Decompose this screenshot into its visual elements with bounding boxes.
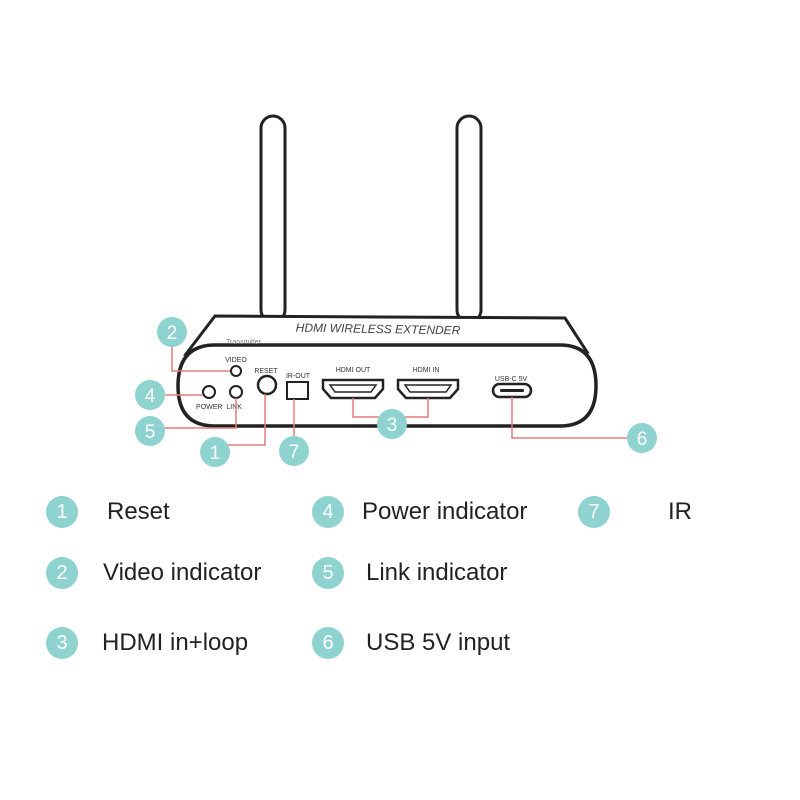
legend-number: 4	[312, 496, 344, 528]
legend-item-hdmi-in-loop: 3 HDMI in+loop	[46, 625, 248, 661]
svg-text:1: 1	[210, 443, 221, 464]
transmitter-label: Transmitter	[226, 339, 262, 346]
legend-item-video-indicator: 2 Video indicator	[46, 555, 261, 591]
hdmi-out-label: HDMI OUT	[336, 367, 371, 374]
leader-line-5	[160, 398, 237, 429]
legend-label: IR	[668, 498, 692, 525]
leader-line-2	[171, 340, 230, 372]
legend-item-reset: 1 Reset	[46, 494, 170, 530]
ir-out-port	[286, 381, 309, 400]
svg-text:6: 6	[637, 429, 648, 450]
legend-item-ir: 7 IR	[578, 494, 692, 530]
link-led	[229, 385, 243, 399]
svg-text:4: 4	[145, 386, 156, 407]
callout-badge-3: 3	[377, 409, 407, 439]
reset-port-label: RESET	[254, 368, 278, 375]
legend-number: 1	[46, 496, 78, 528]
hdmi-in-inner	[403, 384, 453, 393]
legend-item-link-indicator: 5 Link indicator	[312, 555, 507, 591]
usb-c-inner	[500, 389, 524, 392]
video-port-label: VIDEO	[225, 357, 247, 364]
hdmi-out-inner	[328, 384, 378, 393]
legend-number: 5	[312, 557, 344, 589]
legend-label: USB 5V input	[366, 629, 511, 656]
legend-item-usb-5v-input: 6 USB 5V input	[312, 625, 510, 661]
left-antenna	[259, 114, 287, 324]
legend-label: Power indicator	[362, 498, 528, 525]
callout-badge-5: 5	[135, 416, 165, 446]
hdmi-in-label: HDMI IN	[413, 367, 440, 374]
legend-item-power-indicator: 4 Power indicator	[312, 494, 527, 530]
callout-badge-6: 6	[627, 423, 657, 453]
brand-label: HDMI WIRELESS EXTENDER	[296, 321, 461, 338]
legend: 1 Reset 2 Video indicator 3 HDMI in+loop…	[0, 480, 800, 800]
leader-line-1	[226, 394, 266, 446]
callout-badge-4: 4	[135, 380, 165, 410]
svg-text:3: 3	[387, 415, 398, 436]
device-diagram: HDMI WIRELESS EXTENDER Transmitter VIDEO…	[135, 114, 657, 467]
device-body	[176, 343, 598, 428]
svg-text:7: 7	[289, 442, 300, 463]
power-led	[202, 385, 216, 399]
video-led	[230, 365, 242, 377]
legend-number: 7	[578, 496, 610, 528]
legend-label: Video indicator	[103, 559, 262, 586]
callout-badge-1: 1	[200, 437, 230, 467]
legend-label: Link indicator	[366, 559, 508, 586]
svg-text:5: 5	[145, 422, 156, 443]
leader-line-6	[511, 397, 628, 439]
reset-button	[256, 374, 278, 396]
legend-label: HDMI in+loop	[102, 629, 249, 656]
legend-number: 6	[312, 627, 344, 659]
callout-badge-2: 2	[157, 317, 187, 347]
ir-out-label: IR-OUT	[286, 373, 311, 380]
power-link-label: POWER LINK	[196, 404, 242, 411]
legend-label: Reset	[107, 498, 170, 525]
legend-number: 3	[46, 627, 78, 659]
right-antenna	[455, 114, 483, 324]
usb-c-label: USB-C 5V	[495, 376, 528, 383]
legend-number: 2	[46, 557, 78, 589]
callout-badge-7: 7	[279, 436, 309, 466]
svg-text:2: 2	[167, 323, 178, 344]
